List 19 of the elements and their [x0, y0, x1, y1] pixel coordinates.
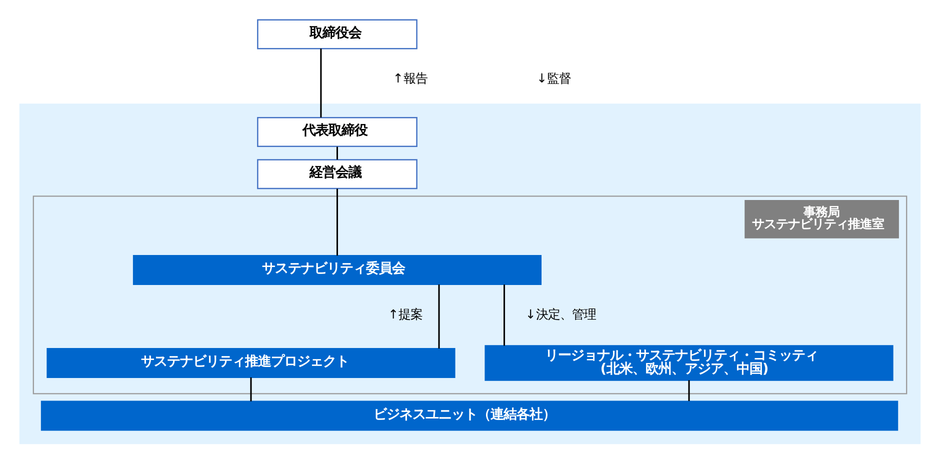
connector — [688, 380, 690, 402]
node-box: リージョナル・サステナビリティ・コミッティ (北米、欧州、アジア、中国) — [484, 345, 894, 381]
connector — [504, 284, 506, 346]
label: ↑報告 — [392, 70, 428, 86]
node-box: サステナビリティ委員会 — [132, 255, 542, 285]
label: ↑提案 — [388, 306, 423, 322]
connector — [438, 284, 440, 349]
cluster — [19, 104, 921, 444]
node-box: ビジネスユニット（連結各社） — [40, 400, 898, 431]
connector — [320, 48, 322, 118]
label: ↓決定、管理 — [525, 306, 596, 322]
node-box: 代表取締役 — [257, 116, 418, 147]
node-box: 経営会議 — [257, 159, 418, 190]
connector — [336, 146, 338, 160]
connector — [250, 377, 252, 402]
label: ↓監督 — [536, 70, 572, 86]
node-box: サステナビリティ推進プロジェクト — [46, 348, 456, 378]
connector — [336, 188, 338, 256]
node-box: 取締役会 — [257, 19, 418, 50]
